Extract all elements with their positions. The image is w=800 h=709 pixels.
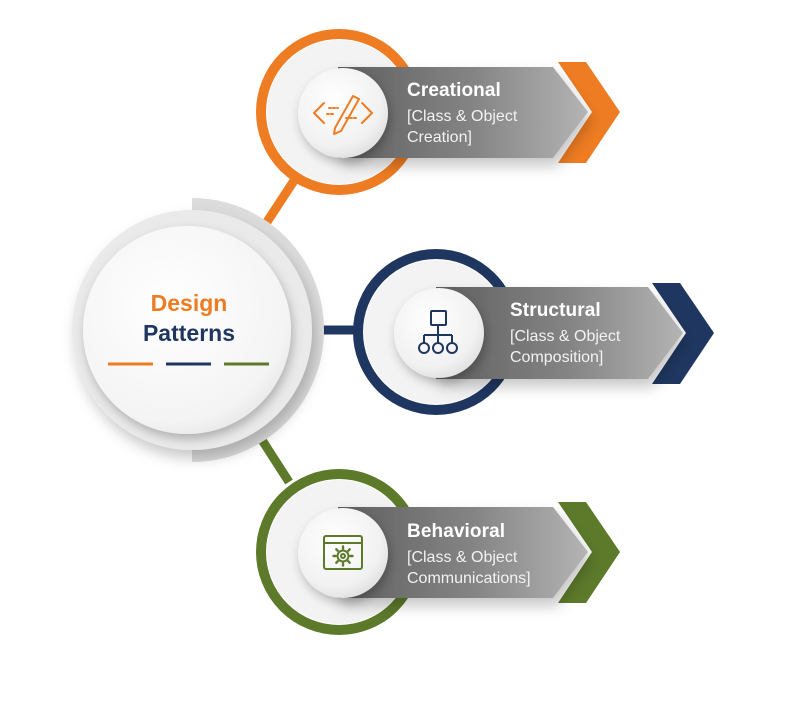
connector-behavioral — [258, 437, 293, 485]
structural-subtitle-line1: [Class & Object — [510, 328, 621, 345]
center-hub — [72, 198, 324, 462]
creational-chevron — [558, 62, 620, 163]
creational-subtitle-line2: Creation] — [407, 129, 472, 146]
creational-banner — [338, 67, 588, 158]
structural-chevron — [652, 283, 714, 384]
creational-title: Creational — [407, 80, 501, 101]
center-inner-disc — [83, 226, 291, 434]
creational-label: Creational [Class & Object Creation] — [407, 80, 517, 148]
structural-label: Structural [Class & Object Composition] — [510, 300, 620, 368]
structural-node — [353, 249, 714, 415]
center-title-line2: Patterns — [142, 320, 236, 346]
hierarchy-icon — [418, 310, 458, 354]
center-title-line1: Design — [150, 290, 228, 316]
behavioral-chevron — [558, 502, 620, 603]
behavioral-title: Behavioral — [407, 521, 506, 542]
gear-window-icon — [323, 535, 363, 570]
connector-creational — [259, 173, 301, 231]
center-title: Design Patterns — [104, 288, 274, 348]
creational-subtitle-line1: [Class & Object — [407, 108, 518, 125]
structural-subtitle-line2: Composition] — [510, 349, 604, 366]
behavioral-subtitle-line2: Communications] — [407, 570, 531, 587]
creational-node — [256, 29, 620, 195]
behavioral-node — [256, 469, 620, 635]
code-pencil-icon — [313, 95, 373, 135]
behavioral-subtitle-line1: [Class & Object — [407, 549, 518, 566]
structural-title: Structural — [510, 300, 601, 321]
behavioral-label: Behavioral [Class & Object Communication… — [407, 521, 531, 589]
behavioral-banner — [338, 507, 588, 598]
structural-banner — [436, 287, 683, 379]
